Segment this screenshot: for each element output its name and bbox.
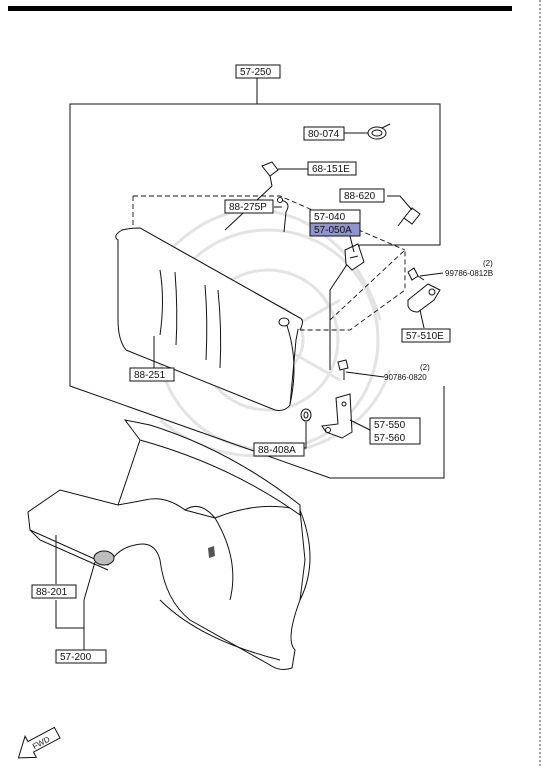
label-68-151e: 68-151E (312, 164, 350, 175)
hinge-bracket-part (321, 393, 353, 439)
callout-99786-0812b[interactable]: (2) 99786-0812B (445, 259, 493, 278)
bolt-pair-part-2 (337, 359, 349, 380)
clip-ring-part (367, 123, 391, 140)
label-99786-0812b: 99786-0812B (445, 269, 493, 278)
label-90786-0820: 90786-0820 (384, 373, 427, 382)
top-border-bar (8, 6, 512, 11)
callout-57-040[interactable]: 57-040 (309, 209, 361, 224)
callout-57-050a[interactable]: 57-050A (309, 222, 361, 237)
label-80-074: 80-074 (308, 129, 340, 140)
callout-88-620[interactable]: 88-620 (339, 188, 385, 203)
label-88-620: 88-620 (344, 191, 376, 202)
screw-part (261, 161, 279, 187)
seat-back-part (115, 195, 406, 411)
callout-88-251[interactable]: 88-251 (129, 367, 175, 382)
label-88-408a: 88-408A (258, 445, 296, 456)
label-57-040: 57-040 (314, 212, 346, 223)
seat-cushion-part (27, 419, 311, 670)
callout-80-074[interactable]: 80-074 (303, 126, 345, 141)
callout-88-408a[interactable]: 88-408A (253, 442, 305, 457)
label-57-560: 57-560 (374, 433, 406, 444)
callout-57-250[interactable]: 57-250 (235, 64, 281, 79)
callout-57-510e[interactable]: 57-510E (401, 328, 451, 343)
assembly-outline (69, 76, 445, 479)
striker-bracket-part (407, 283, 441, 313)
callout-88-275p[interactable]: 88-275P (224, 199, 274, 214)
callout-57-200[interactable]: 57-200 (55, 649, 107, 664)
label-88-275p: 88-275P (229, 202, 267, 213)
nut-part (300, 408, 312, 422)
latch-part (344, 243, 365, 271)
label-57-550: 57-550 (374, 420, 406, 431)
callout-90786-0820[interactable]: (2) 90786-0820 (384, 363, 430, 382)
label-57-510e: 57-510E (406, 331, 444, 342)
label-57-050a: 57-050A (314, 225, 352, 236)
label-57-200: 57-200 (60, 652, 92, 663)
label-57-250: 57-250 (240, 67, 272, 78)
leader-lines (55, 132, 444, 650)
qty-99786: (2) (483, 259, 493, 268)
qty-90786: (2) (420, 363, 430, 372)
fwd-arrow-icon: FWD (17, 726, 61, 759)
bolt-pair-part (407, 267, 425, 281)
label-88-201: 88-201 (36, 587, 68, 598)
callout-68-151e[interactable]: 68-151E (307, 161, 357, 176)
bolt-part (397, 207, 421, 227)
label-88-251: 88-251 (134, 370, 166, 381)
callout-57-550-57-560[interactable]: 57-550 57-560 (369, 417, 421, 445)
callout-88-201[interactable]: 88-201 (31, 584, 77, 599)
rod-part (277, 197, 289, 233)
